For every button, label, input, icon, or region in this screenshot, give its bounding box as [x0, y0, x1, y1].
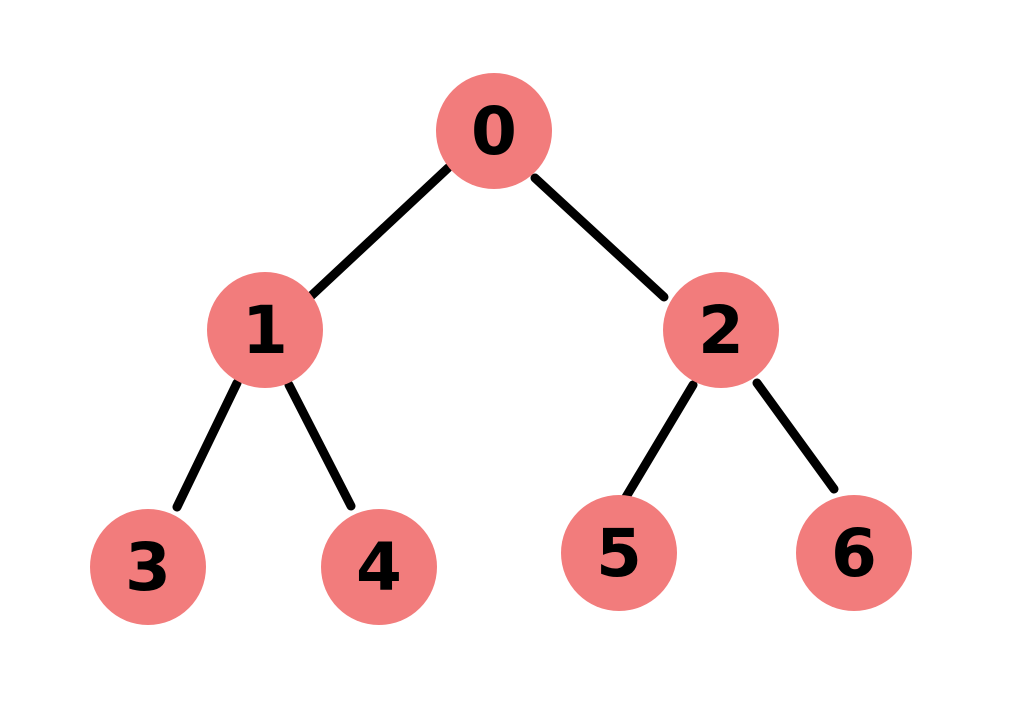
tree-node-6: 6	[796, 495, 912, 611]
edge-n1-n3	[172, 378, 242, 512]
node-label: 6	[831, 515, 877, 592]
node-circle	[436, 73, 552, 189]
edge-n0-n1	[306, 163, 453, 301]
node-circle	[561, 495, 677, 611]
node-circle	[663, 272, 779, 388]
edge-n0-n2	[530, 173, 669, 302]
edge-n1-n4	[284, 380, 356, 511]
tree-node-5: 5	[561, 495, 677, 611]
nodes-layer: 0 1 2 3 4 5 6	[90, 73, 912, 625]
node-circle	[796, 495, 912, 611]
node-circle	[321, 509, 437, 625]
node-label: 0	[471, 93, 517, 170]
node-label: 5	[596, 515, 642, 592]
tree-node-4: 4	[321, 509, 437, 625]
node-label: 3	[125, 529, 171, 606]
edges-layer	[172, 163, 839, 512]
edge-n2-n6	[752, 378, 839, 494]
node-circle	[207, 272, 323, 388]
node-label: 2	[698, 292, 744, 369]
tree-node-0: 0	[436, 73, 552, 189]
node-label: 1	[242, 292, 288, 369]
node-label: 4	[356, 529, 402, 606]
node-circle	[90, 509, 206, 625]
tree-node-1: 1	[207, 272, 323, 388]
tree-node-2: 2	[663, 272, 779, 388]
tree-node-3: 3	[90, 509, 206, 625]
edge-n2-n5	[621, 380, 698, 502]
